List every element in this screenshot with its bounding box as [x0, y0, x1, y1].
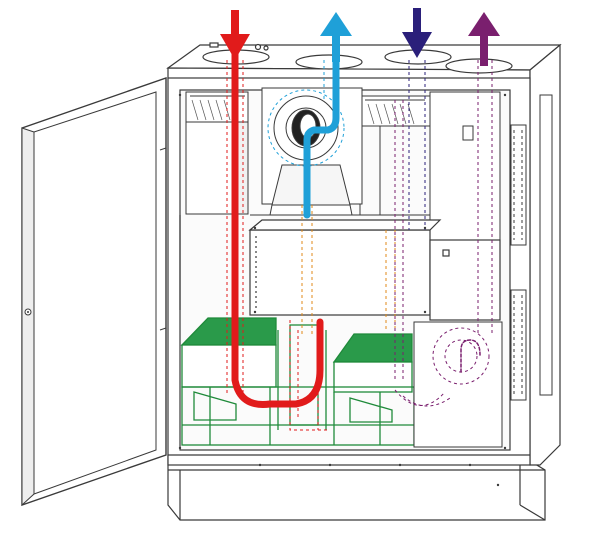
open-door[interactable]	[21, 77, 167, 507]
supply-air-out-arrow	[320, 12, 352, 62]
supply-outlet-path	[303, 30, 340, 219]
outdoor-air-in-arrow	[220, 10, 250, 60]
side-vents	[510, 94, 553, 401]
detail-dots	[178, 93, 507, 487]
airflow-paths	[231, 30, 481, 408]
supply-fan	[250, 87, 430, 216]
mid-panel	[179, 215, 501, 321]
duct-collars	[202, 42, 513, 74]
supply-inlet-path	[231, 36, 324, 408]
extract-air-in-arrow	[402, 8, 432, 58]
base-plinth	[167, 454, 546, 521]
upper-compartments	[185, 91, 501, 243]
exhaust-fan	[413, 321, 503, 448]
exhaust-air-out-arrow	[468, 12, 500, 66]
